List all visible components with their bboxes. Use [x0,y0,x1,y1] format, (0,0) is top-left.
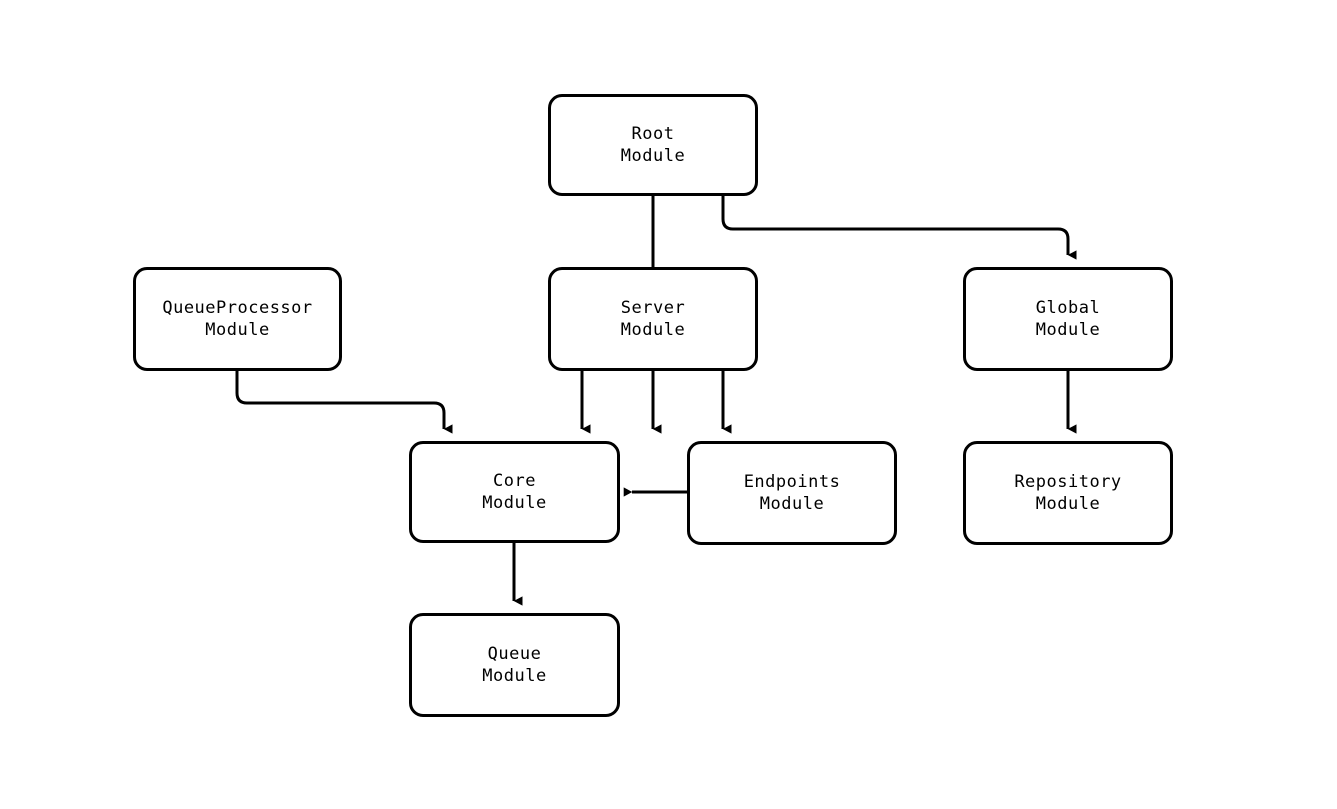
node-server-module[interactable]: Server Module [548,267,758,371]
node-endpoints-module[interactable]: Endpoints Module [687,441,897,545]
node-core-module[interactable]: Core Module [409,441,620,543]
node-repository-module[interactable]: Repository Module [963,441,1173,545]
node-endpoints-module-label: Endpoints Module [743,472,841,514]
node-repository-module-label: Repository Module [1014,472,1122,514]
node-queue-module-label: Queue Module [482,644,547,686]
node-root-module-label: Root Module [620,124,686,166]
node-global-module-label: Global Module [1035,298,1101,340]
node-queueprocessor-module[interactable]: QueueProcessor Module [133,267,342,371]
edge-queueprocessor-to-core [235,371,453,434]
node-server-module-label: Server Module [620,298,686,340]
edge-root-to-global [721,196,1077,260]
node-root-module[interactable]: Root Module [548,94,758,196]
node-core-module-label: Core Module [482,471,547,513]
node-queue-module[interactable]: Queue Module [409,613,620,717]
node-queueprocessor-module-label: QueueProcessor Module [162,298,313,340]
node-global-module[interactable]: Global Module [963,267,1173,371]
